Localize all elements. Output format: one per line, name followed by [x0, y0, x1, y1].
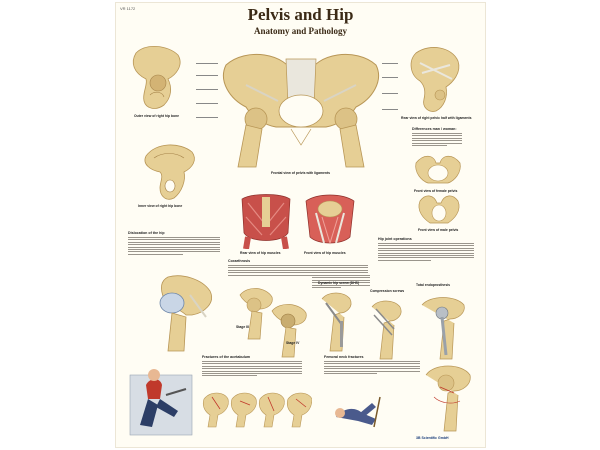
differences-heading: Differences man / woman: — [412, 127, 457, 131]
femoral-fracture-illustration — [425, 365, 471, 432]
male-pelvis-illustration — [418, 195, 460, 224]
fall-illustration — [335, 396, 381, 428]
heading-acetabulum-fractures: Fractures of the acetabulum — [202, 355, 251, 359]
femoral-neck-text — [324, 361, 420, 375]
heading-hip-joint-operations: Hip joint operations — [378, 237, 412, 241]
coxarthrosis-stage3-illustration — [239, 288, 273, 340]
caption-compression-screws: Compression screws — [370, 289, 405, 293]
female-pelvis-illustration — [415, 155, 461, 184]
differences-text — [412, 133, 462, 147]
caption-male-pelvis: Front view of male pelvis — [418, 228, 459, 232]
poster-subtitle: Anatomy and Pathology — [253, 26, 347, 36]
inner-hip-bone-illustration — [144, 144, 195, 200]
rear-hip-muscles-illustration — [241, 194, 291, 249]
operations-text — [378, 243, 474, 262]
caption-dynamic-hip-screw: Dynamic hip screw (DHS) — [318, 281, 360, 285]
caption-inner-hip-bone: Inner view of right hip bone — [138, 204, 183, 208]
caption-female-pelvis: Front view of female pelvis — [414, 189, 458, 193]
caption-rear-pelvic-half: Rear view of right pelvic half with liga… — [401, 116, 472, 120]
frontal-pelvis-illustration — [223, 53, 379, 168]
anatomy-poster: VR 1172 Pelvis and Hip Anatomy and Patho… — [115, 2, 486, 448]
total-endoprosthesis-illustration — [421, 297, 465, 360]
publisher-logo: 3B Scientific GmbH — [416, 436, 449, 440]
caption-rear-hip-muscles: Rear view of hip muscles — [240, 251, 281, 255]
coxarthrosis-stage4-illustration — [271, 304, 307, 358]
acetabulum-text — [202, 361, 302, 378]
poster-title: Pelvis and Hip — [247, 5, 354, 24]
poster-code: VR 1172 — [120, 6, 136, 11]
hip-dislocation-illustration — [159, 275, 212, 352]
dislocation-text — [128, 237, 220, 256]
accident-illustration — [129, 369, 193, 436]
caption-total-endoprosthesis: Total endoprosthesis — [416, 283, 451, 287]
caption-outer-hip-bone: Outer view of right hip bone — [134, 114, 180, 118]
caption-stage-4: Stage IV — [286, 341, 300, 345]
front-hip-muscles-illustration — [305, 194, 355, 245]
coxarthrosis-text — [228, 265, 368, 277]
acetabulum-fracture-views — [202, 392, 312, 428]
caption-front-hip-muscles: Front view of hip muscles — [304, 251, 346, 255]
compression-screws-illustration — [371, 300, 402, 360]
caption-stage-3: Stage III — [236, 325, 250, 329]
heading-femoral-neck-fractures: Femoral neck fractures — [324, 355, 364, 359]
heading-coxarthrosis: Coxarthrosis — [228, 259, 251, 263]
rear-pelvic-half-illustration — [410, 47, 460, 112]
outer-hip-bone-illustration — [132, 46, 181, 109]
dynamic-hip-screw-illustration — [321, 292, 352, 352]
caption-frontal-pelvis: Frontal view of pelvis with ligaments — [271, 171, 330, 175]
coxarthrosis-text-2 — [312, 275, 370, 289]
heading-dislocation: Dislocation of the hip — [128, 231, 165, 235]
